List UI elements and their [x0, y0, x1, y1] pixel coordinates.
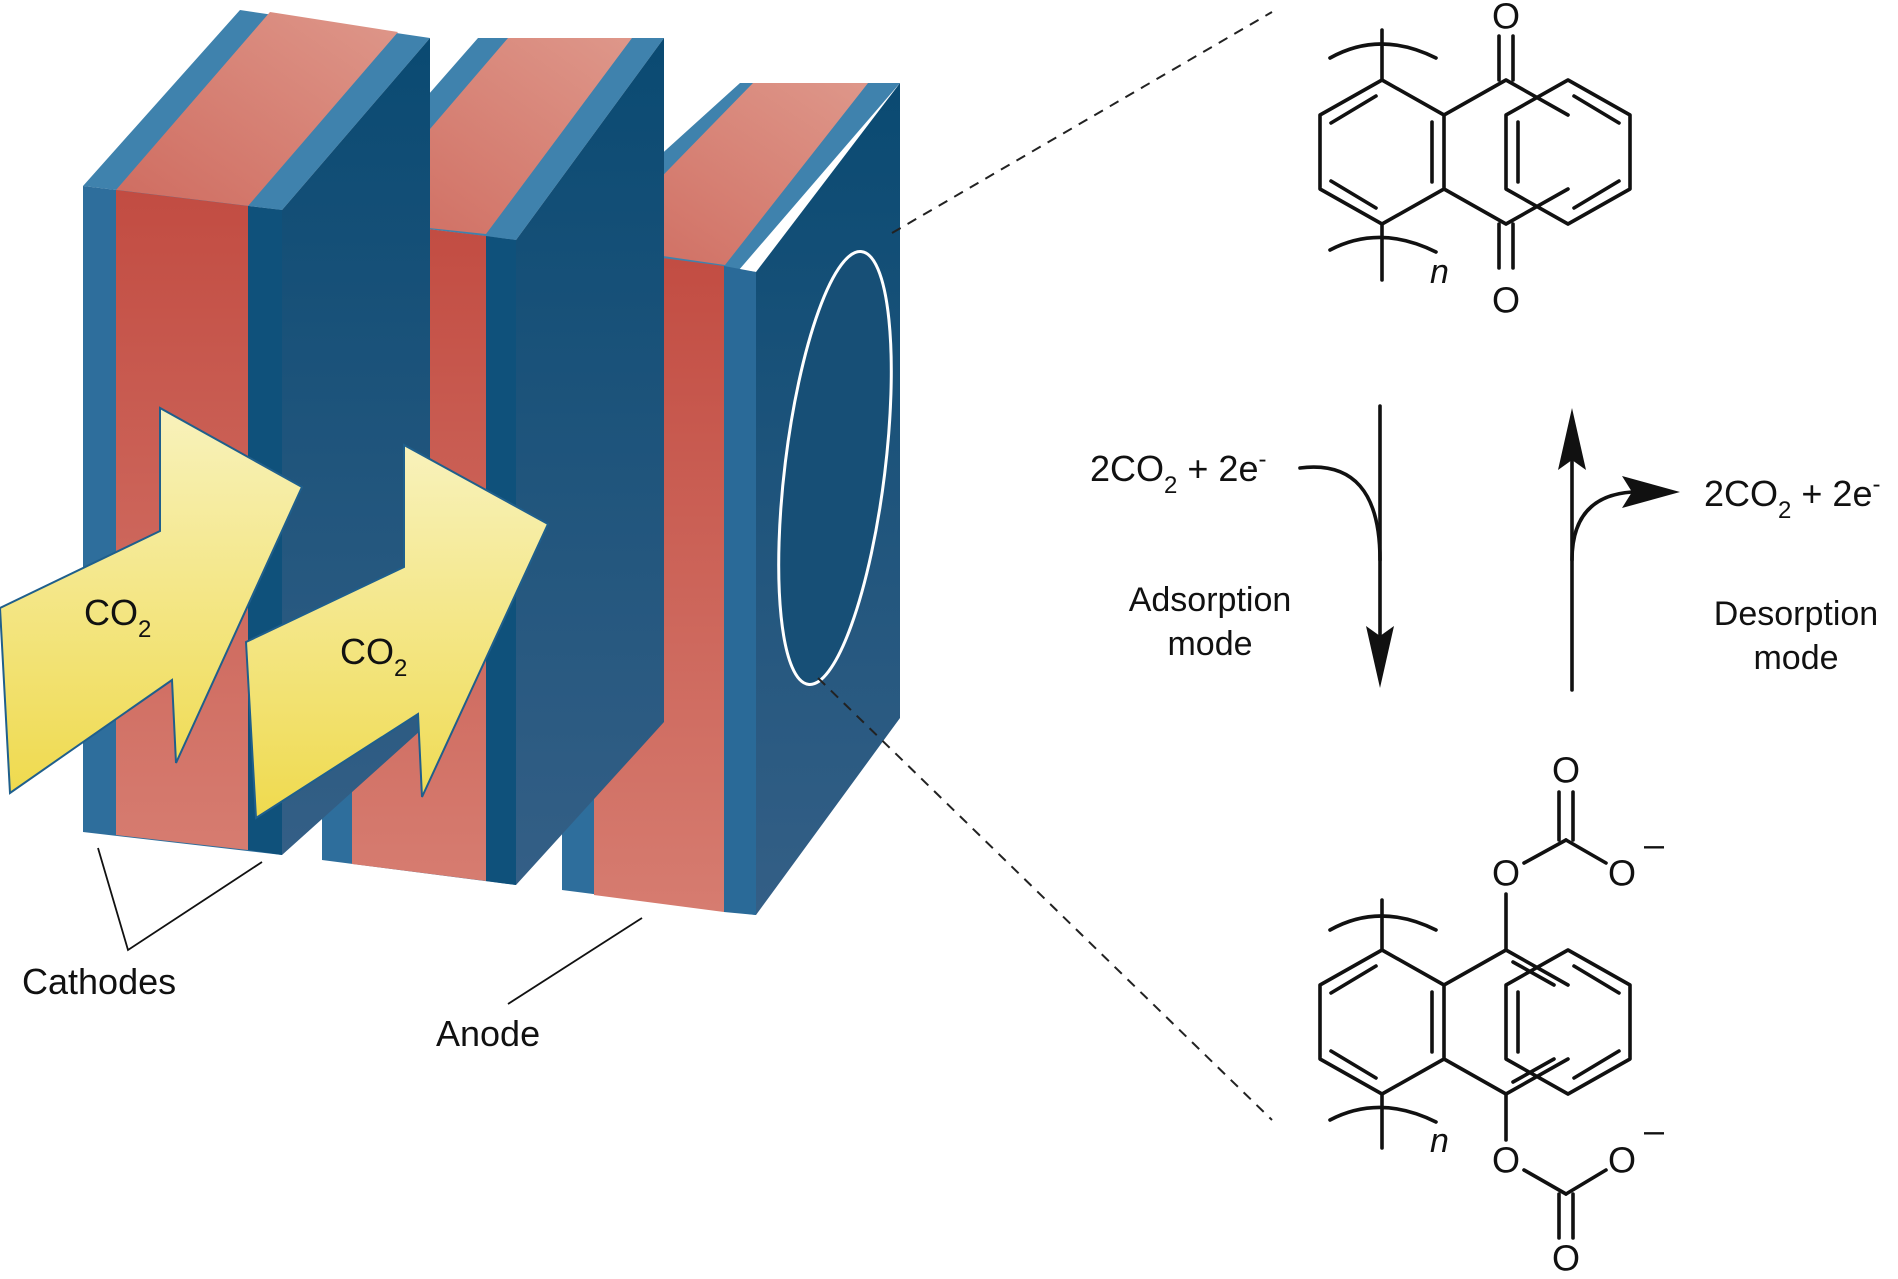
co2-arrow-2: CO2	[244, 443, 550, 820]
co2-label-1: CO2	[84, 592, 151, 643]
adsorption-mode-label-2: mode	[1167, 625, 1252, 663]
carbonate-oxygen-upper-anion: O	[1608, 853, 1636, 894]
arrow-up-icon	[1558, 408, 1586, 470]
cathodes-label: Cathodes	[22, 961, 176, 1002]
charge-minus-lower: –	[1644, 1110, 1664, 1151]
co2-label-2: CO2	[340, 631, 407, 682]
desorption-product-label: 2CO2 + 2e-	[1704, 471, 1880, 524]
carbonate-oxygen-lower-anion: O	[1608, 1140, 1636, 1181]
carbonate-oxygen-upper-link: O	[1492, 853, 1520, 894]
adsorption-reactant-label: 2CO2 + 2e-	[1090, 446, 1266, 499]
repeat-unit-n-top: n	[1430, 253, 1449, 291]
zoom-dashed-line-bottom	[817, 677, 1273, 1121]
anode-leader-line	[507, 917, 643, 1005]
oxygen-atom-top: O	[1492, 0, 1520, 37]
adsorption-mode-label-1: Adsorption	[1129, 581, 1292, 619]
carbonate-oxygen-lower-link: O	[1492, 1140, 1520, 1181]
anode-label: Anode	[436, 1013, 540, 1054]
carbonate-oxygen-upper-carbonyl: O	[1552, 750, 1580, 791]
charge-minus-upper: –	[1644, 824, 1664, 865]
zoom-dashed-line-top	[891, 11, 1273, 234]
repeat-unit-n-bottom: n	[1430, 1122, 1449, 1160]
arrow-down-icon	[1366, 626, 1394, 688]
co2-arrow-1: CO2	[0, 406, 304, 795]
carbonate-oxygen-lower-carbonyl: O	[1552, 1238, 1580, 1279]
desorption-mode-label-2: mode	[1753, 639, 1838, 677]
desorption-arrow: 2CO2 + 2e- Desorption mode	[1558, 408, 1880, 692]
arrow-right-icon	[1622, 476, 1680, 508]
adsorption-arrow: 2CO2 + 2e- Adsorption mode	[1090, 404, 1394, 688]
anthraquinone-polymer-structure: O O n	[1318, 0, 1632, 321]
magnified-region-ellipse	[777, 250, 893, 686]
desorption-mode-label-1: Desorption	[1714, 595, 1878, 633]
carbonate-adduct-structure: O O O – O O O – n	[1318, 750, 1664, 1279]
cathodes-leader-line	[97, 847, 263, 952]
oxygen-atom-bottom: O	[1492, 280, 1520, 321]
